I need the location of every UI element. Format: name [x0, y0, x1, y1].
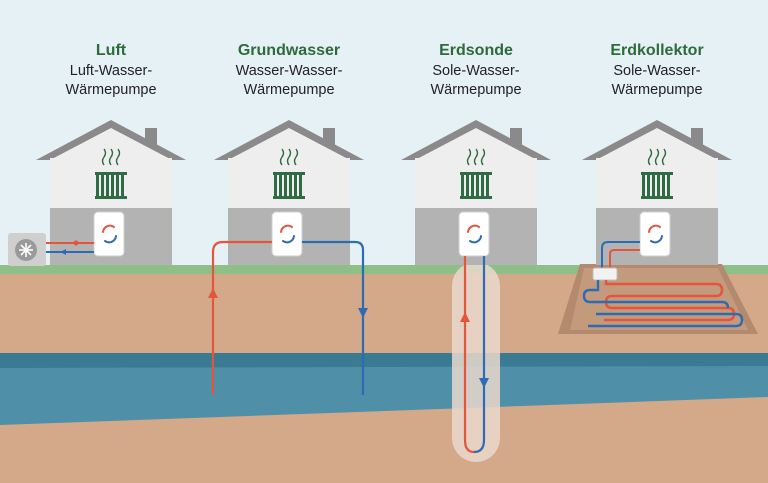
arrow-up-icon [208, 288, 218, 298]
collector-manifold [592, 267, 618, 281]
house-erdkollektor [582, 120, 732, 265]
column-title: Grundwasser [237, 42, 341, 59]
collector-loop-cold [582, 280, 744, 328]
arrow-right-icon [73, 240, 79, 246]
erdsonde-warm-pipe [463, 256, 475, 454]
heat-pump-unit [93, 211, 125, 257]
heat-pump-unit [271, 211, 303, 257]
heat-waves-icon [466, 148, 486, 166]
collector-feed-blue [601, 241, 640, 268]
column-title: Erdkollektor [610, 42, 704, 59]
column-subtitle-line1: Sole-Wasser- [613, 63, 701, 79]
radiator-icon [273, 172, 305, 199]
label-grundwasser: Grundwasser Wasser-Wasser- Wärmepumpe [204, 40, 374, 100]
fan-icon [19, 243, 33, 257]
grass-strip [0, 265, 768, 274]
column-subtitle-line1: Sole-Wasser- [432, 63, 520, 79]
heat-pump-cycle-icon [102, 224, 117, 244]
heat-waves-icon [647, 148, 667, 166]
column-subtitle-line2: Wärmepumpe [243, 82, 335, 98]
groundwater-layer [0, 353, 768, 425]
borehole [452, 262, 500, 462]
grundwasser-cold-pipe [302, 240, 365, 395]
column-subtitle-line1: Luft-Wasser- [69, 63, 153, 79]
column-subtitle-line2: Wärmepumpe [611, 82, 703, 98]
column-title: Erdsonde [439, 42, 513, 59]
column-title: Luft [95, 42, 127, 59]
arrow-down-icon [479, 378, 489, 388]
label-erdsonde: Erdsonde Sole-Wasser- Wärmepumpe [391, 40, 561, 100]
radiator-icon [641, 172, 673, 199]
column-subtitle-line2: Wärmepumpe [65, 82, 157, 98]
label-luft: Luft Luft-Wasser- Wärmepumpe [26, 40, 196, 100]
groundwater-top [0, 353, 768, 368]
heat-pump-unit [639, 211, 671, 257]
arrow-up-icon [460, 312, 470, 322]
heat-waves-icon [279, 148, 299, 166]
heat-pump-cycle-icon [467, 224, 482, 244]
heat-waves-icon [101, 148, 121, 166]
label-erdkollektor: Erdkollektor Sole-Wasser- Wärmepumpe [572, 40, 742, 100]
heat-pump-cycle-icon [648, 224, 663, 244]
erdsonde-cold-pipe [473, 256, 486, 454]
radiator-icon [95, 172, 127, 199]
column-subtitle-line1: Wasser-Wasser- [235, 63, 343, 79]
collector-feed-red [609, 249, 640, 268]
arrow-left-icon [60, 249, 66, 255]
radiator-icon [460, 172, 492, 199]
arrow-down-icon [358, 308, 368, 318]
heat-pump-cycle-icon [280, 224, 295, 244]
column-subtitle-line2: Wärmepumpe [430, 82, 522, 98]
heat-pump-unit [458, 211, 490, 257]
outdoor-air-unit [8, 233, 46, 266]
grundwasser-warm-pipe [211, 240, 272, 395]
